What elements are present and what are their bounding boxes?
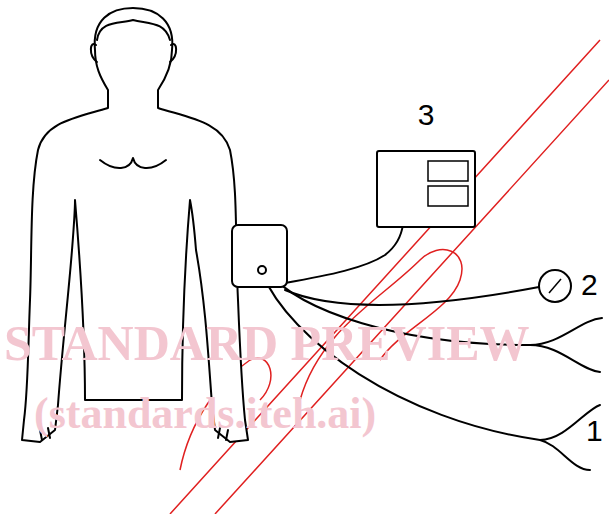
stethoscope-tube: [262, 273, 600, 470]
watermark: STANDARD PREVIEW: [4, 318, 530, 368]
gauge-dial: 2: [537, 266, 605, 306]
watermark: (standards.iteh.ai): [34, 392, 376, 436]
display-windows: [378, 152, 474, 226]
monitor-box: 3: [376, 100, 476, 228]
chest-piece: [258, 266, 266, 274]
callout-number: 1: [586, 416, 603, 446]
gauge-symbol: [537, 266, 577, 306]
monitor-housing: [376, 150, 476, 228]
gauge-tube: [285, 287, 539, 305]
person-figure: [22, 8, 248, 442]
cuff: [232, 225, 287, 287]
callout-number: 2: [581, 270, 598, 300]
callout-number: 3: [376, 100, 476, 130]
watermark-outline: [170, 40, 609, 514]
monitor-tube: [285, 224, 403, 283]
